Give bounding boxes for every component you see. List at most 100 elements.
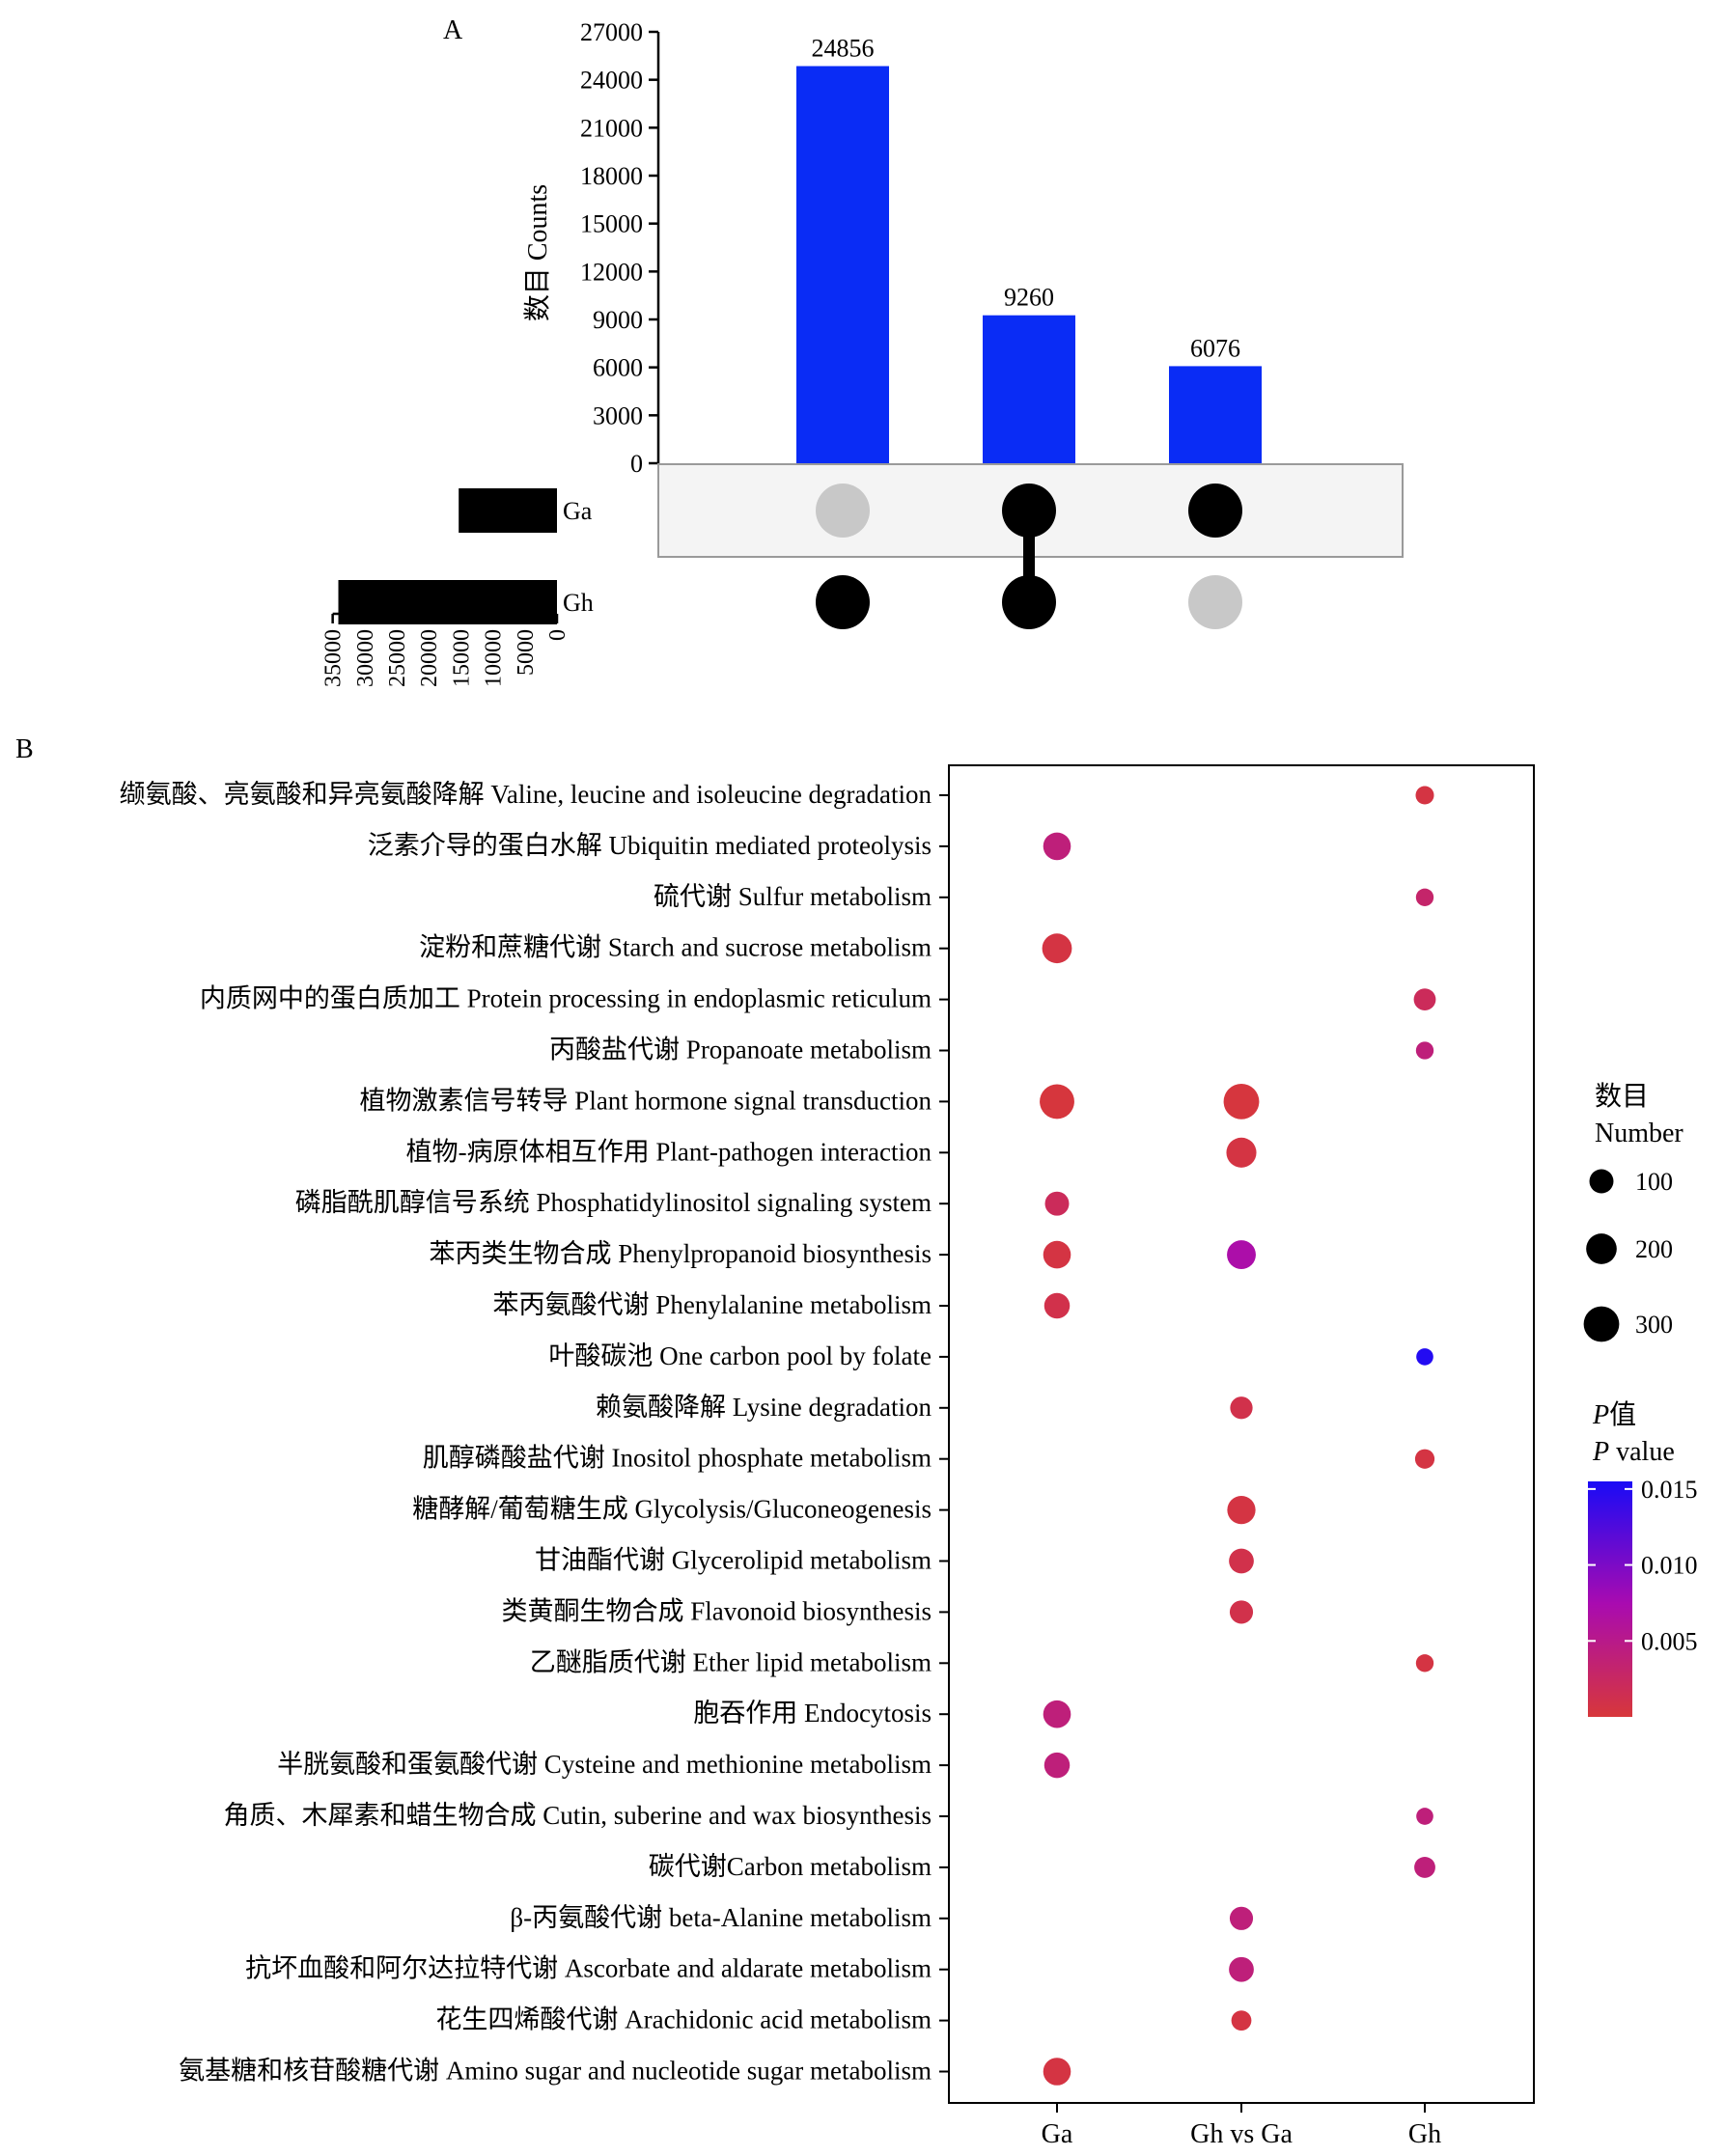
color-legend-title-en: P value: [1592, 1437, 1675, 1467]
bubble-points: [1040, 786, 1436, 2086]
bubble-y-category-label: 苯丙氨酸代谢 Phenylalanine metabolism: [493, 1290, 932, 1319]
color-legend-title-en-rest: value: [1609, 1437, 1675, 1467]
bubble-point: [1043, 2058, 1071, 2086]
bubble-point: [1415, 1654, 1434, 1672]
bubble-point: [1040, 1084, 1074, 1119]
matrix-dot-active: [1002, 575, 1056, 629]
bubble-y-category-label: 糖酵解/葡萄糖生成 Glycolysis/Gluconeogenesis: [412, 1495, 932, 1524]
set-name-label: Gh: [563, 589, 594, 617]
bubble-point: [1226, 1137, 1257, 1168]
intersection-bar-value-label: 6076: [1190, 334, 1240, 362]
colorbar-tick-label: 0.015: [1641, 1476, 1698, 1504]
set-size-tick-label: 0: [545, 629, 570, 641]
upset-y-tick-label: 15000: [580, 210, 643, 238]
intersection-bar: [983, 315, 1075, 463]
bubble-point: [1229, 1600, 1254, 1624]
bubble-y-category-label: 肌醇磷酸盐代谢 Inositol phosphate metabolism: [423, 1444, 932, 1473]
color-legend-title-cn-rest: 值: [1609, 1399, 1636, 1430]
intersection-bar: [1169, 366, 1262, 463]
bubble-y-category-label: 磷脂酰肌醇信号系统 Phosphatidylinositol signaling…: [295, 1188, 932, 1217]
bubble-y-category-label: 植物激素信号转导 Plant hormone signal transducti…: [360, 1086, 932, 1115]
bubble-point: [1415, 1041, 1434, 1060]
bubble-plot-frame: [948, 764, 1535, 2104]
color-legend-title-cn: P值: [1592, 1399, 1636, 1430]
bubble-point: [1415, 888, 1434, 906]
set-size-tick-label: 25000: [385, 629, 410, 687]
upset-y-axis-label: 数目 Counts: [522, 184, 553, 321]
bubble-y-category-label: 乙醚脂质代谢 Ether lipid metabolism: [530, 1647, 932, 1676]
bubble-point: [1414, 1856, 1435, 1878]
intersection-bar-value-label: 9260: [1004, 284, 1054, 312]
bubble-point: [1229, 1956, 1254, 1982]
bubble-point: [1043, 1752, 1071, 1779]
set-size-tick-label: 10000: [482, 629, 507, 687]
upset-y-ticks: 0300060009000120001500018000210002400027…: [580, 18, 658, 478]
bubble-point: [1043, 1240, 1071, 1269]
bubble-x-category-label: Gh vs Ga: [1190, 2119, 1293, 2149]
size-legend: 100 200 300: [1583, 1168, 1673, 1342]
bubble-y-category-label: 赖氨酸降解 Lysine degradation: [596, 1393, 932, 1422]
set-size-bar: [459, 488, 557, 533]
bubble-y-category-label: 类黄酮生物合成 Flavonoid biosynthesis: [501, 1596, 932, 1625]
bubble-point: [1227, 1495, 1256, 1525]
size-legend-label: 300: [1635, 1311, 1673, 1339]
bubble-chart: 缬氨酸、亮氨酸和异亮氨酸降解 Valine, leucine and isole…: [120, 764, 1698, 2149]
bubble-point: [1230, 1396, 1253, 1420]
bubble-point: [1043, 832, 1071, 861]
matrix-dot-active: [1002, 484, 1056, 538]
size-legend-label: 200: [1635, 1235, 1673, 1263]
bubble-y-category-label: 碳代谢Carbon metabolism: [649, 1852, 932, 1881]
upset-y-tick-label: 3000: [593, 401, 643, 429]
size-legend-circle: [1586, 1233, 1617, 1264]
size-legend-circle: [1589, 1169, 1614, 1194]
bubble-point: [1414, 1449, 1435, 1469]
p-value-colorbar: [1588, 1481, 1632, 1717]
bubble-y-category-label: 叶酸碳池 One carbon pool by folate: [548, 1341, 932, 1370]
upset-y-tick-label: 12000: [580, 258, 643, 286]
panel-label-a: A: [443, 15, 463, 45]
bubble-y-category-label: 缬氨酸、亮氨酸和异亮氨酸降解 Valine, leucine and isole…: [120, 780, 932, 809]
bubble-y-category-label: 泛素介导的蛋白水解 Ubiquitin mediated proteolysis: [368, 831, 932, 860]
bubble-y-category-label: 花生四烯酸代谢 Arachidonic acid metabolism: [435, 2005, 932, 2034]
bubble-y-category-label: 丙酸盐代谢 Propanoate metabolism: [549, 1036, 932, 1064]
set-size-bar: [338, 580, 557, 624]
intersection-bar: [796, 66, 889, 463]
upset-y-tick-label: 24000: [580, 67, 643, 95]
bubble-x-category-label: Ga: [1042, 2119, 1073, 2149]
size-legend-title-en: Number: [1595, 1119, 1683, 1148]
upset-y-tick-label: 18000: [580, 162, 643, 190]
set-size-tick-label: 5000: [514, 629, 539, 676]
bubble-point: [1043, 1292, 1071, 1319]
bubble-point: [1044, 1191, 1070, 1216]
intersection-matrix: [657, 463, 1404, 629]
size-legend-label: 100: [1635, 1168, 1673, 1196]
matrix-dot-active: [1188, 484, 1242, 538]
set-size-tick-label: 35000: [321, 629, 347, 687]
color-legend-title-cn-italic: P: [1592, 1400, 1609, 1430]
colorbar-tick-label: 0.010: [1641, 1552, 1698, 1580]
bubble-y-category-label: 硫代谢 Sulfur metabolism: [654, 882, 932, 911]
set-size-tick-label: 30000: [353, 629, 378, 687]
matrix-dot-inactive: [816, 484, 870, 538]
bubble-point: [1042, 933, 1072, 964]
bubble-y-category-label: 内质网中的蛋白质加工 Protein processing in endopla…: [200, 984, 932, 1013]
intersection-bars: 24856 9260 6076: [796, 34, 1262, 463]
upset-y-tick-label: 9000: [593, 306, 643, 334]
bubble-x-axis: Ga Gh vs Ga Gh: [1042, 2103, 1441, 2149]
set-name-label: Ga: [563, 497, 593, 525]
bubble-point: [1416, 1808, 1433, 1825]
bubble-point: [1415, 786, 1434, 805]
intersection-bar-value-label: 24856: [812, 34, 875, 62]
bubble-y-category-label: β-丙氨酸代谢 beta-Alanine metabolism: [510, 1903, 932, 1932]
bubble-y-category-label: 抗坏血酸和阿尔达拉特代谢 Ascorbate and aldarate meta…: [245, 1954, 932, 1983]
bubble-point: [1229, 1548, 1254, 1574]
bubble-point: [1229, 1906, 1254, 1930]
upset-y-tick-label: 27000: [580, 18, 643, 46]
bubble-x-category-label: Gh: [1408, 2119, 1441, 2149]
bubble-y-category-label: 植物-病原体相互作用 Plant-pathogen interaction: [406, 1137, 932, 1166]
bubble-point: [1043, 1700, 1071, 1728]
bubble-y-category-label: 甘油酯代谢 Glycerolipid metabolism: [535, 1546, 932, 1575]
upset-y-tick-label: 0: [630, 450, 643, 478]
